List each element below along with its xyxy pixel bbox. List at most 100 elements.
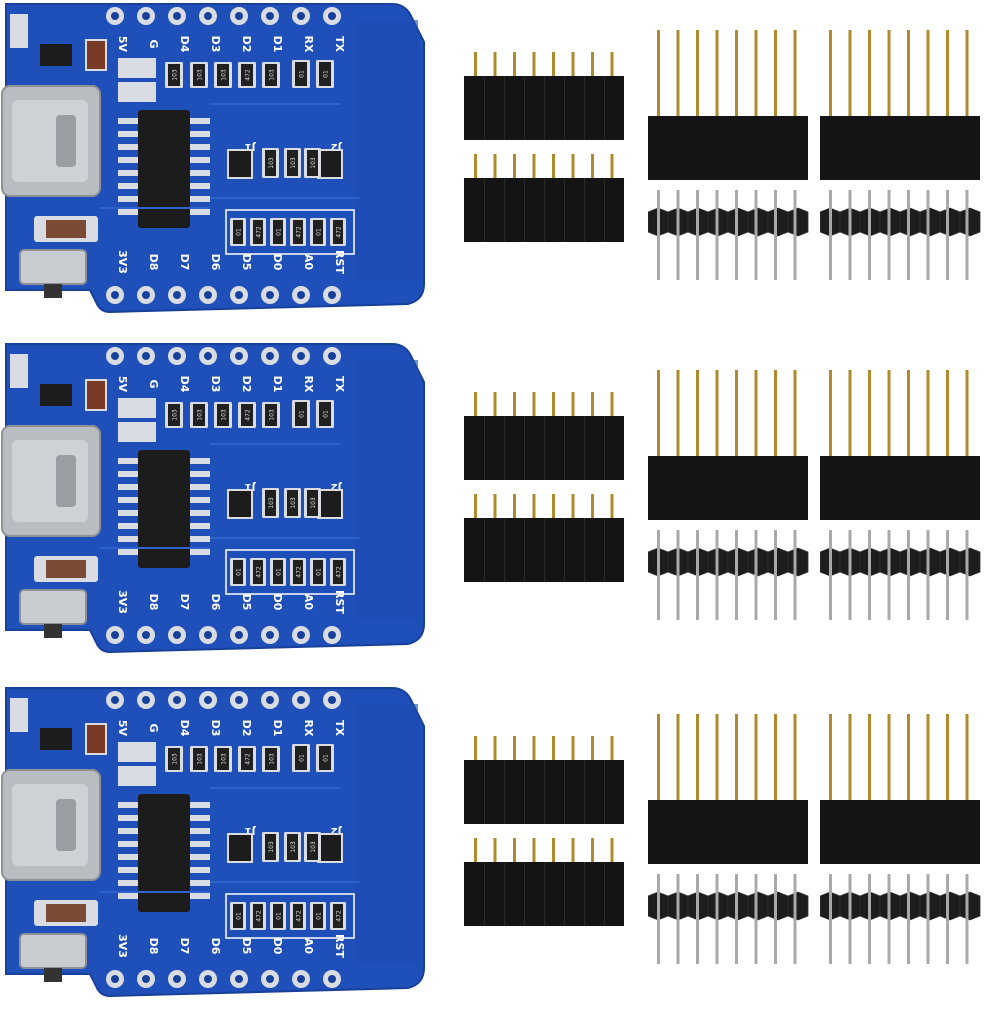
header-pin	[946, 190, 949, 280]
header-pin	[868, 714, 871, 802]
pad-hole	[142, 352, 150, 360]
smd-resistor: 103	[190, 746, 208, 772]
header-pin	[571, 392, 575, 418]
header-seam	[584, 178, 585, 242]
header-pin	[907, 370, 910, 458]
resistor-code: 01	[236, 912, 243, 920]
smd-resistor: 01	[316, 744, 334, 772]
header-pin	[848, 714, 852, 802]
resistor-code: 103	[310, 841, 317, 853]
pad-hole	[173, 291, 181, 299]
antenna-area	[356, 360, 418, 620]
pin-label-top: D4	[178, 376, 191, 393]
header-seam	[524, 518, 525, 582]
header-segment	[787, 547, 809, 577]
antenna-area	[356, 704, 418, 964]
pin-label-top: D1	[271, 376, 284, 393]
header-segment	[959, 547, 981, 577]
header-pin	[715, 714, 719, 802]
pin-label-bottom: D8	[147, 938, 160, 955]
pad-hole	[204, 631, 212, 639]
jumper-label: J1	[245, 141, 257, 152]
header-pin	[774, 30, 777, 118]
smd-resistor: 472	[330, 558, 346, 586]
smd-resistor: 01	[230, 218, 246, 246]
male-header	[820, 190, 981, 280]
header-pin	[493, 392, 497, 418]
smd-resistor: 01	[310, 558, 326, 586]
smd-resistor: 472	[250, 902, 266, 930]
pad-hole	[204, 696, 212, 704]
pad-hole	[297, 975, 305, 983]
pin-header-icon	[464, 154, 624, 242]
resistor-code: 01	[299, 410, 306, 418]
header-pin	[532, 154, 536, 180]
smd-resistor: 472	[290, 558, 306, 586]
header-seam	[604, 416, 605, 480]
header-pin	[774, 874, 777, 964]
male-header	[648, 530, 809, 620]
resistor-code: 472	[256, 226, 263, 238]
header-seam	[524, 416, 525, 480]
header-seam	[504, 76, 505, 140]
pad-hole	[266, 631, 274, 639]
pin-label-bottom: RST	[333, 590, 346, 614]
header-pin	[552, 494, 555, 520]
pad-hole	[111, 12, 119, 20]
header-seam	[604, 760, 605, 824]
pin-label-bottom: D7	[178, 594, 191, 611]
header-pin	[676, 530, 680, 620]
header-pin	[493, 838, 497, 864]
pin-label-bottom: D5	[240, 938, 253, 955]
header-pin	[676, 30, 680, 118]
pad-hole	[328, 352, 336, 360]
header-pin	[907, 874, 910, 964]
header-pin	[926, 370, 930, 458]
pad-hole	[266, 696, 274, 704]
header-pin	[848, 30, 852, 118]
header-seam	[484, 760, 485, 824]
jumper-label: J2	[331, 481, 343, 492]
pad-hole	[328, 291, 336, 299]
pin-label-bottom: D5	[240, 254, 253, 271]
header-pin	[657, 530, 660, 620]
header-pin	[474, 736, 477, 762]
smd-capacitor	[10, 354, 28, 388]
pad-hole	[266, 291, 274, 299]
header-pin	[591, 736, 594, 762]
header-pin	[829, 370, 832, 458]
header-pin	[571, 52, 575, 78]
header-pin	[926, 874, 930, 964]
header-pin	[696, 30, 699, 118]
header-pin	[907, 714, 910, 802]
header-seam	[544, 178, 545, 242]
pin-label-top: D3	[209, 376, 222, 393]
header-pin	[887, 370, 891, 458]
header-pin	[715, 530, 719, 620]
resistor-code: 472	[296, 910, 303, 922]
pad-hole	[266, 975, 274, 983]
header-seam	[484, 76, 485, 140]
resistor-code: 01	[323, 410, 330, 418]
header-seam	[484, 862, 485, 926]
header-pin	[754, 30, 758, 118]
header-pin	[591, 52, 594, 78]
antenna-area	[356, 20, 418, 280]
header-seam	[584, 416, 585, 480]
header-pin	[591, 154, 594, 180]
usb-c-port-icon	[1, 769, 101, 881]
smd-resistor: 472	[330, 902, 346, 930]
pin-header-icon	[820, 30, 980, 180]
resistor-code: 472	[245, 69, 252, 81]
pad-hole	[328, 975, 336, 983]
resistor-code: 01	[299, 70, 306, 78]
header-segment	[939, 207, 961, 237]
header-segment	[939, 547, 961, 577]
pin-label-bottom: D8	[147, 594, 160, 611]
header-pin	[774, 190, 777, 280]
header-pin	[532, 392, 536, 418]
header-seam	[564, 862, 565, 926]
pin-label-top: D2	[240, 720, 253, 737]
pin-label-top: D3	[209, 720, 222, 737]
